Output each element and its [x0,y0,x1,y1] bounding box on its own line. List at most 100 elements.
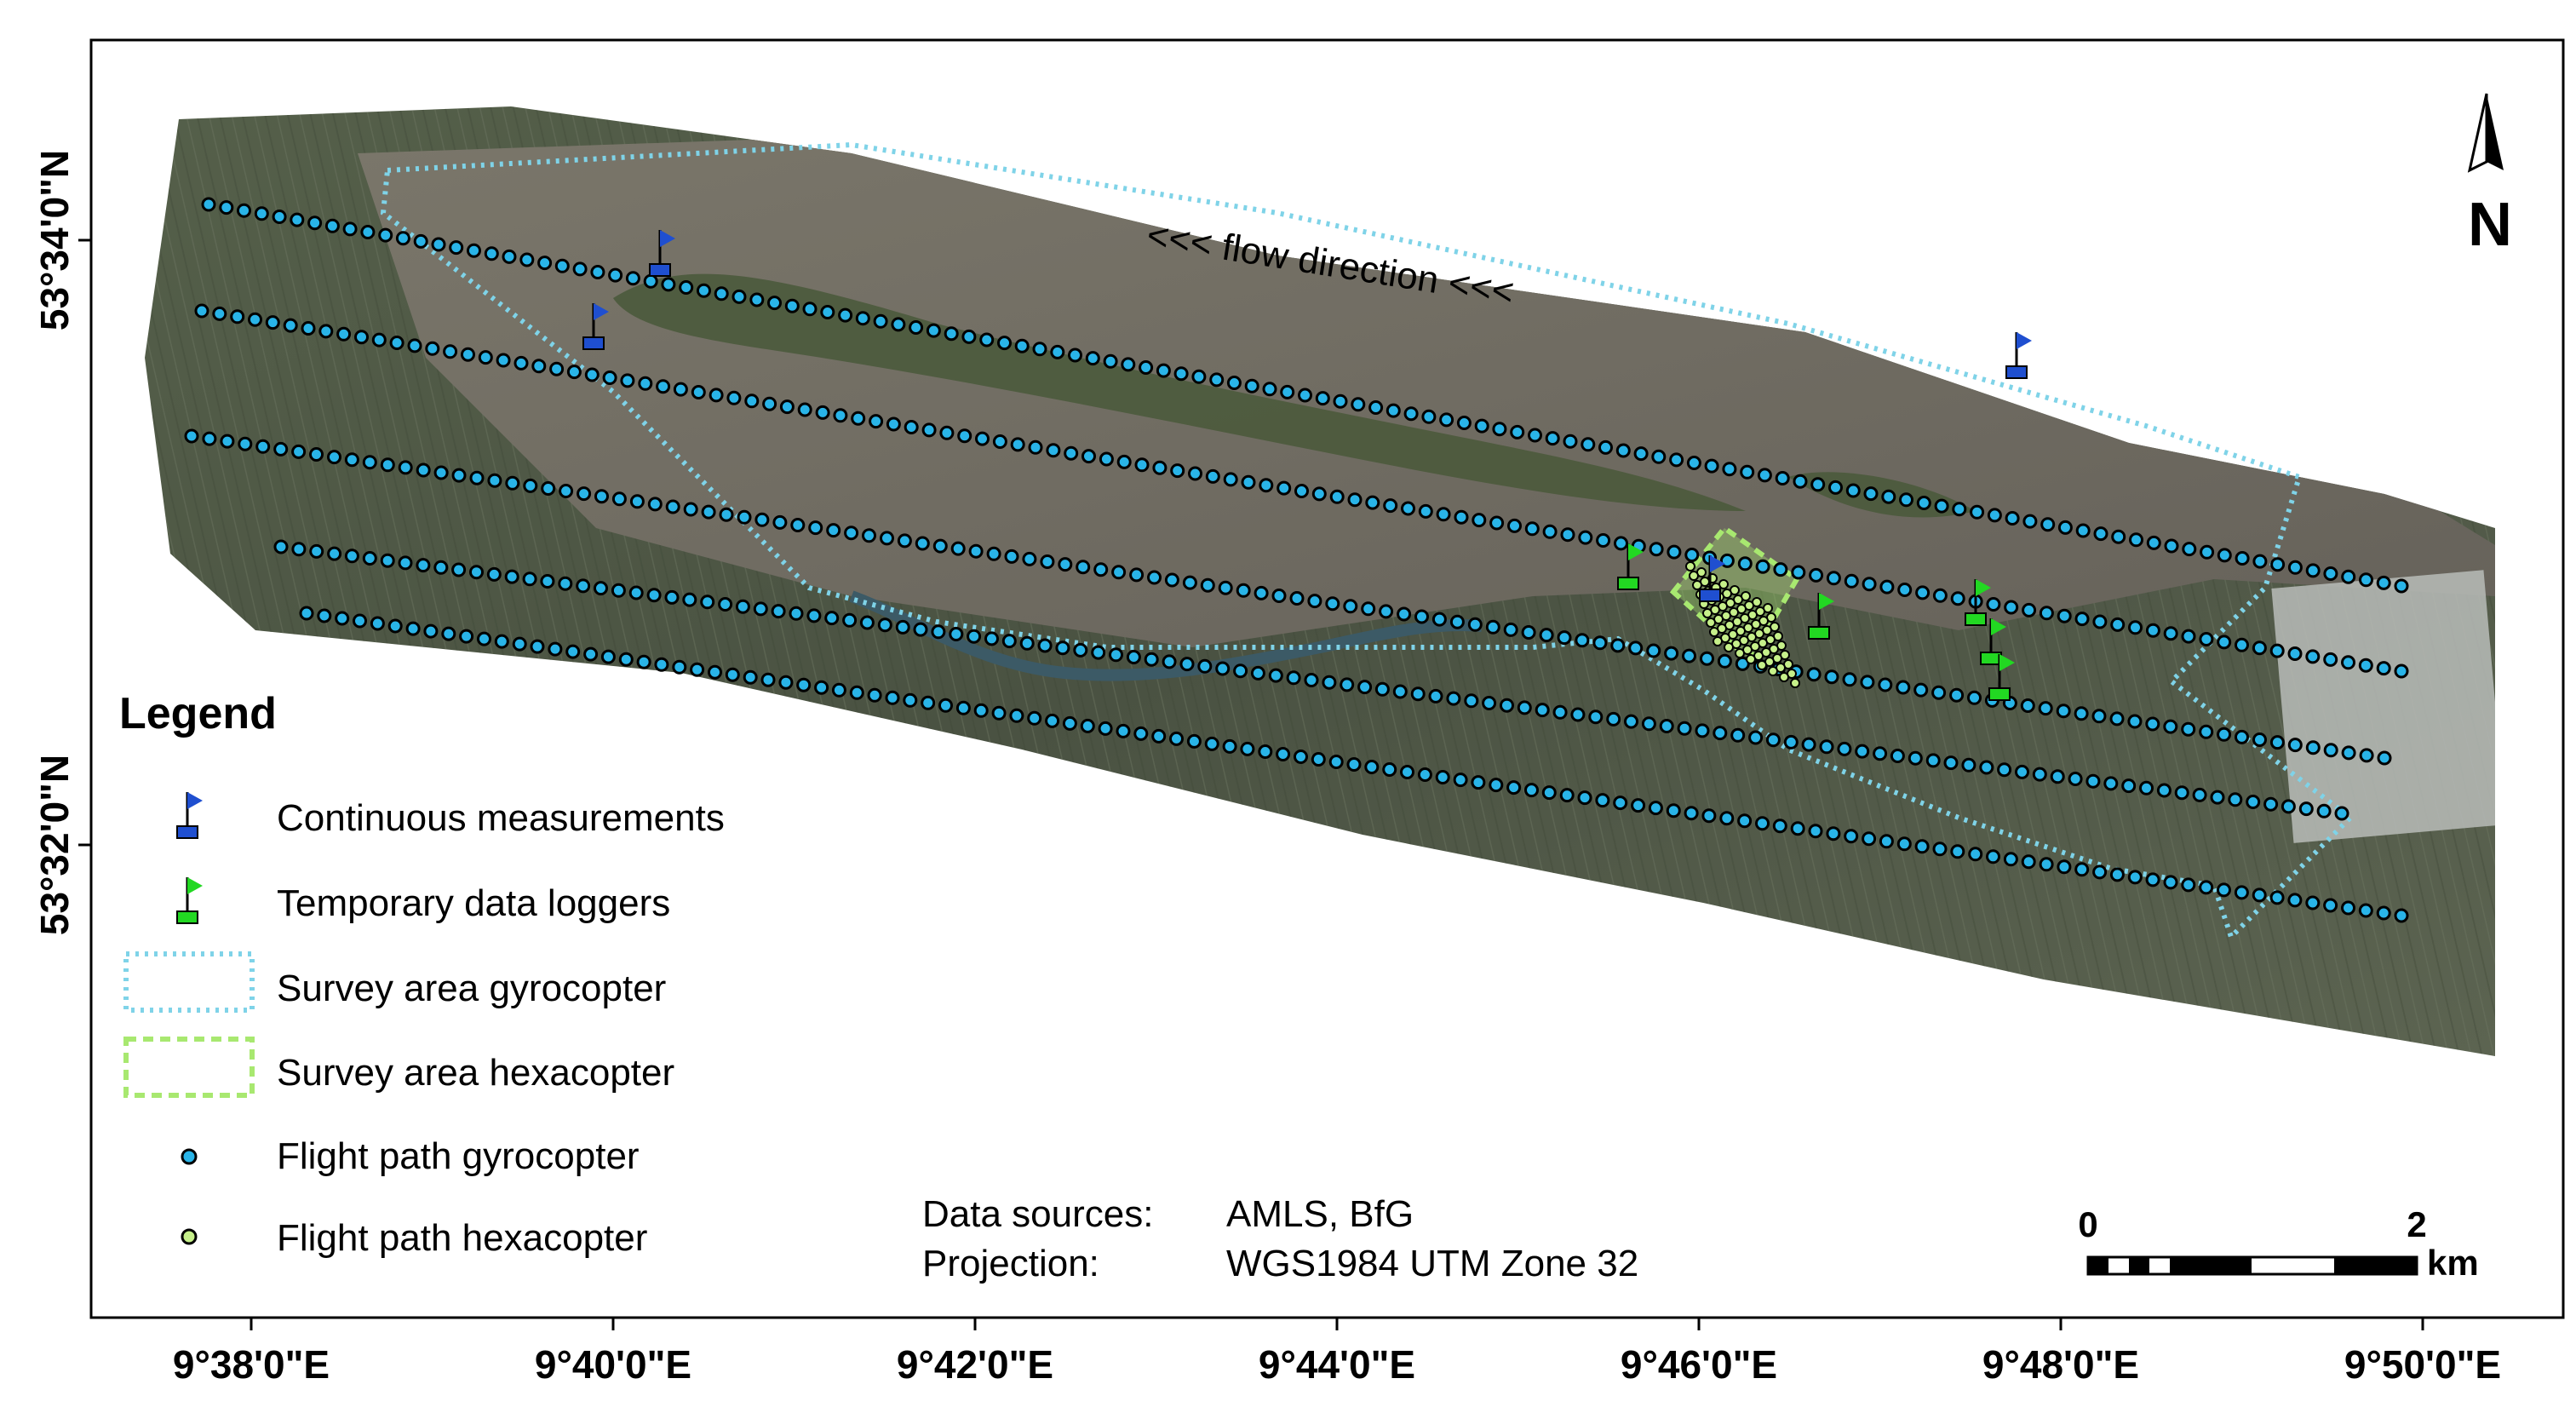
gyro-flight-dot [531,359,547,374]
gyro-flight-dot [1093,562,1109,577]
gyro-flight-dot [2004,600,2019,615]
lon-tick-label: 9°50'0"E [2344,1342,2501,1387]
gyro-flight-dot [1374,681,1390,697]
gyro-flight-dot [824,611,840,626]
gyro-flight-dot [2394,663,2409,679]
gyro-flight-dot [1179,657,1195,672]
gyro-flight-dot [540,574,555,589]
scale-start-label: 0 [2078,1204,2097,1244]
gyro-flight-dot [378,227,393,243]
gyro-flight-dot [194,303,209,319]
temporary-flag-marker [1808,593,1834,640]
gyro-flight-dot [201,197,216,212]
gyro-flight-dot [2234,885,2249,900]
gyro-flight-dot [714,286,729,302]
gyro-flight-dot [2075,523,2091,538]
gyro-flight-dot [2270,557,2286,572]
gyro-flight-dot [778,675,794,690]
gyro-flight-dot [608,267,623,283]
gyro-flight-dot [984,631,999,646]
gyro-flight-dot [849,685,864,700]
gyro-flight-dot [2305,563,2321,578]
gyro-flight-dot [2228,792,2243,807]
gyro-flight-dot [1826,571,1841,586]
gyro-flight-dot [2252,887,2267,903]
gyro-flight-dot [1588,709,1604,725]
gyro-flight-dot [2217,548,2232,563]
gyro-flight-dot [423,623,439,639]
gyro-flight-dot [1614,536,1628,551]
gyro-flight-dot [859,615,875,630]
gyro-flight-dot [737,509,752,525]
gyro-flight-dot [1403,406,1419,422]
gyro-flight-dot [2298,801,2314,817]
gyro-flight-dot [683,502,698,517]
gyro-flight-dot [932,538,948,554]
gyro-flight-dot [600,649,616,664]
gyro-flight-dot [2021,854,2036,870]
gyro-flight-dot [1772,819,1787,834]
gyro-flight-dot [1454,509,1469,525]
gyro-flight-dot [1058,557,1073,572]
gyro-flight-dot [1648,801,1663,816]
gyro-flight-dot [1704,458,1719,474]
gyro-flight-dot [904,420,919,434]
gyro-flight-dot [1775,471,1790,485]
gyro-flight-dot [1286,670,1301,686]
gyro-flight-dot [895,619,910,635]
north-arrow-icon: N [2467,93,2512,259]
legend-item-label: Continuous measurements [277,797,725,839]
gyro-flight-dot [877,617,892,633]
gyro-flight-dot [2181,721,2196,737]
gyro-flight-dot [1276,747,1291,761]
gyro-flight-dot [1916,496,1931,510]
gyro-flight-dot [2323,566,2338,581]
gyro-flight-dot [459,629,474,644]
gyro-flight-dot [618,652,634,667]
gyro-flight-dot [661,277,676,292]
gyro-flight-dot [1913,682,1929,698]
gyro-flight-dot [2015,764,2029,779]
gyro-flight-dot [1009,708,1024,723]
gyro-flight-dot [1879,579,1895,594]
gyro-flight-dot [1262,382,1277,397]
gyro-flight-dot [2358,903,2373,918]
gyro-flight-dot [2093,526,2108,542]
gyro-flight-dot [749,292,765,307]
gyro-flight-dot [1379,604,1394,619]
gyro-flight-dot [1717,653,1732,669]
gyro-flight-dot [1686,456,1701,470]
temporary-flag-marker [1617,543,1644,590]
gyro-flight-dot [273,539,289,554]
gyro-flight-dot [1464,693,1479,709]
gyro-flight-dot [1908,750,1923,766]
gyro-flight-dot [1485,619,1500,635]
gyro-flight-dot [1932,588,1948,603]
gyro-flight-dot [1669,452,1684,468]
gyro-flight-dot [389,336,404,350]
gyro-flight-dot [1397,606,1412,622]
gyro-flight-dot [1472,513,1487,528]
gyro-flight-dot [1134,457,1150,473]
gyro-flight-dot [1844,573,1859,589]
gyro-flight-dot [1793,474,1808,489]
legend-item-label: Flight path hexacopter [277,1217,647,1259]
gyro-flight-dot [1307,594,1322,609]
gyro-flight-dot [826,523,841,538]
gyro-flight-dot [484,246,499,261]
gyro-flight-dot [2057,608,2072,623]
gyro-flight-dot [1914,839,1930,854]
legend-gyro-dot-icon [181,1148,198,1165]
gyro-flight-dot [1151,728,1167,744]
gyro-flight-dot [2376,661,2391,676]
legend-continuous-flag-icon [176,792,203,839]
gyro-flight-dot [1271,589,1287,603]
gyro-flight-dot [1040,554,1055,569]
gyro-flight-dot [1482,696,1497,710]
gyro-flight-dot [1280,384,1295,399]
gyro-flight-dot [1022,551,1037,566]
gyro-flight-dot [789,606,804,621]
gyro-flight-dot [855,311,870,326]
gyro-flight-dot [973,703,989,718]
gyro-flight-dot [1667,544,1682,560]
